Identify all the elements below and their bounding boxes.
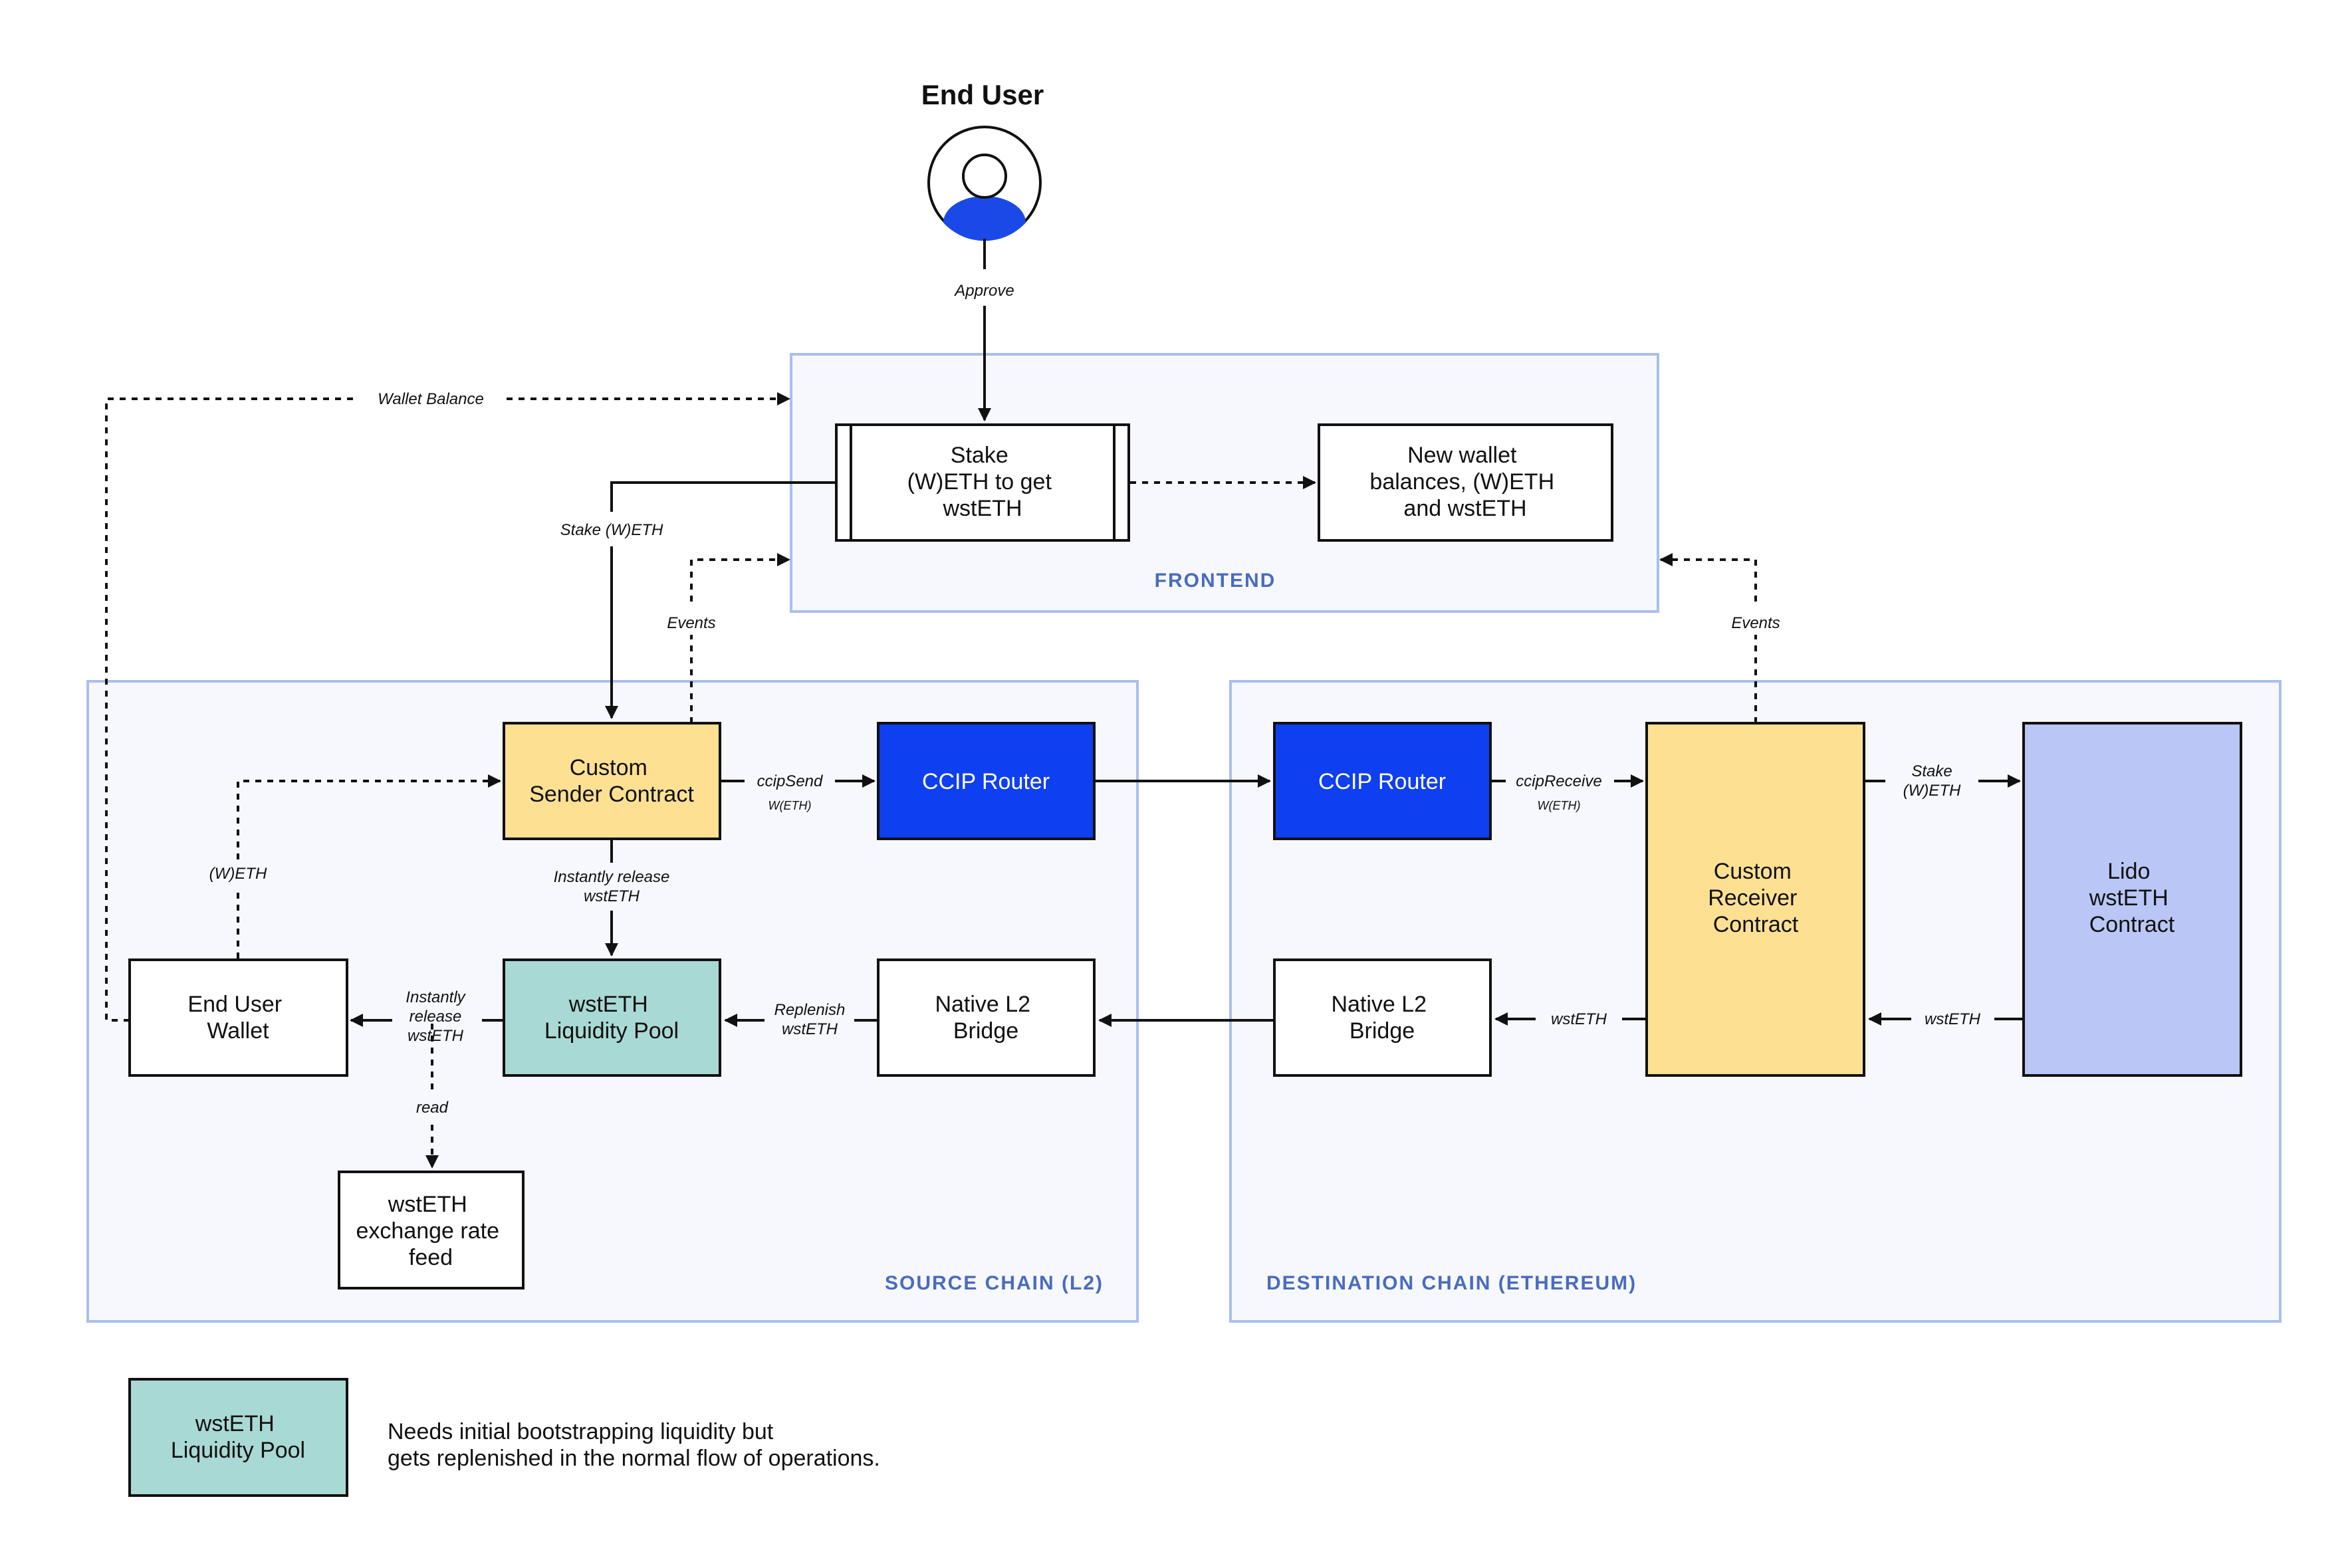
stake-node[interactable]: Stake (W)ETH to get wstETH (835, 423, 1130, 542)
ccip-send-sublabel: W(ETH) (768, 799, 812, 812)
svg-text:New wallet balances, (W): New wallet balances, (W)ETH and wstETH (1369, 443, 1560, 521)
new-wallet-line-1: New wallet (1407, 443, 1517, 468)
feed-line-3: feed (409, 1245, 453, 1270)
bridge-src-line-2: Bridge (953, 1018, 1018, 1044)
receiver-bridge-label: wstETH (1551, 1010, 1607, 1028)
frontend-region-label: FRONTEND (1155, 570, 1276, 592)
legend-text-line-2: gets replenished in the normal flow of o… (388, 1446, 880, 1471)
stake-line-2: (W)ETH to get (907, 469, 1052, 495)
new-wallet-line-2: balances, (W)ETH (1369, 469, 1554, 495)
wallet-balance-label: Wallet Balance (378, 390, 484, 408)
legend-box-line-2: Liquidity Pool (171, 1438, 305, 1463)
events-src-arrow (690, 553, 790, 602)
receiver-line-1: Custom (1714, 859, 1792, 884)
custom-sender-contract-node[interactable]: Custom Sender Contract (503, 722, 721, 840)
lido-wsteth-label: wstETH (1925, 1010, 1981, 1028)
stake-lido-label-2: (W)ETH (1903, 782, 1961, 800)
new-wallet-line-3: and wstETH (1403, 496, 1526, 521)
ccip-router-dst-label: CCIP Router (1318, 769, 1446, 794)
lido-wsteth-contract-node[interactable]: Lido wstETH Contract (2022, 722, 2242, 1077)
replenish-label-1: Replenish (774, 1001, 846, 1019)
stake-line-3: wstETH (943, 496, 1022, 521)
events-src-label: Events (667, 614, 715, 632)
svg-text:Custom Sender Contract: Custom Sender Contract (529, 755, 694, 807)
events-dst-label: Events (1731, 614, 1780, 632)
legend-text-line-1: Needs initial bootstrapping liquidity bu… (388, 1419, 774, 1444)
svg-text:End User Wallet: End User Wallet (187, 992, 288, 1044)
release-wallet-label-1: Instantly (406, 988, 466, 1006)
weth-wallet-label: (W)ETH (209, 865, 267, 883)
approve-label: Approve (953, 282, 1014, 300)
release-wallet-label-3: wstETH (408, 1027, 464, 1045)
svg-text:Native L2 Bridge: Native L2 Bridge (935, 992, 1036, 1044)
end-user-title: End User (921, 79, 1044, 110)
svg-text:Lido wstETH Contra: Lido wstETH Contract (2089, 859, 2175, 937)
replenish-label-2: wstETH (782, 1020, 838, 1038)
native-l2-bridge-source-node[interactable]: Native L2 Bridge (877, 958, 1096, 1077)
pool-line-2: Liquidity Pool (544, 1018, 679, 1044)
svg-text:Custom Receiver Co: Custom Receiver Contract (1708, 859, 1804, 937)
instantly-release-label-1: Instantly release (554, 868, 670, 886)
user-avatar-icon (927, 126, 1042, 241)
ccip-send-label: ccipSend (757, 772, 823, 790)
wsteth-liquidity-pool-node[interactable]: wstETH Liquidity Pool (503, 958, 721, 1077)
ccip-router-source-node[interactable]: CCIP Router (877, 722, 1096, 840)
release-wallet-label-2: release (410, 1008, 462, 1026)
lido-line-3: Contract (2089, 912, 2175, 937)
stake-lido-label-1: Stake (1911, 762, 1952, 780)
instantly-release-label-2: wstETH (584, 887, 640, 905)
bridge-dst-line-1: Native L2 (1331, 992, 1427, 1017)
feed-line-2: exchange rate (356, 1218, 500, 1244)
exchange-rate-feed-node[interactable]: wstETH exchange rate feed (338, 1171, 525, 1289)
stake-weth-label: Stake (W)ETH (560, 521, 663, 539)
end-user-wallet-node[interactable]: End User Wallet (128, 958, 348, 1077)
new-wallet-node[interactable]: New wallet balances, (W)ETH and wstETH (1318, 423, 1613, 542)
wallet-line-2: Wallet (207, 1018, 269, 1044)
svg-text:Stake (W)ETH to get: Stake (W)ETH to get wstETH (907, 443, 1058, 521)
svg-text:wstETH exchange rate: wstETH exchange rate feed (356, 1192, 506, 1270)
native-l2-bridge-destination-node[interactable]: Native L2 Bridge (1273, 958, 1492, 1077)
lido-line-2: wstETH (2089, 885, 2169, 911)
custom-receiver-contract-node[interactable]: Custom Receiver Contract (1645, 722, 1865, 1077)
sender-line-1: Custom (570, 755, 647, 780)
legend-box-line-1: wstETH (195, 1411, 275, 1436)
stake-line-1: Stake (951, 443, 1008, 468)
bridge-src-line-1: Native L2 (935, 992, 1030, 1017)
events-dst-arrow (1659, 553, 1757, 602)
destination-chain-region-label: DESTINATION CHAIN (ETHEREUM) (1266, 1272, 1637, 1294)
ccip-receive-sublabel: W(ETH) (1538, 799, 1581, 812)
wallet-line-1: End User (187, 992, 282, 1017)
ccip-router-destination-node[interactable]: CCIP Router (1273, 722, 1492, 840)
weth-wallet-arrow (237, 774, 501, 859)
receiver-line-2: Receiver (1708, 885, 1797, 911)
source-chain-region-label: SOURCE CHAIN (L2) (885, 1272, 1104, 1294)
ccip-receive-label: ccipReceive (1516, 772, 1601, 790)
svg-text:CCIP Router: CCIP Router (1318, 769, 1446, 794)
legend-description: Needs initial bootstrapping liquidity bu… (388, 1419, 880, 1471)
receiver-line-3: Contract (1713, 912, 1799, 937)
wallet-balance-edge (105, 397, 356, 1022)
stake-weth-edge (610, 481, 836, 512)
svg-text:Native L2 Bridge: Native L2 Bridge (1331, 992, 1433, 1044)
svg-text:wstETH Liquidity Pool: wstETH Liquidity Pool (171, 1411, 305, 1463)
ccip-router-src-label: CCIP Router (922, 769, 1050, 794)
read-label: read (416, 1099, 449, 1117)
legend-pool-box: wstETH Liquidity Pool (128, 1378, 348, 1497)
svg-text:wstETH Liquidity Pool: wstETH Liquidity Pool (544, 992, 679, 1044)
svg-text:CCIP Router: CCIP Router (922, 769, 1050, 794)
sender-line-2: Sender Contract (529, 782, 694, 807)
pool-line-1: wstETH (568, 992, 648, 1017)
bridge-dst-line-2: Bridge (1350, 1018, 1415, 1044)
lido-line-1: Lido (2107, 859, 2150, 884)
feed-line-1: wstETH (388, 1192, 467, 1217)
